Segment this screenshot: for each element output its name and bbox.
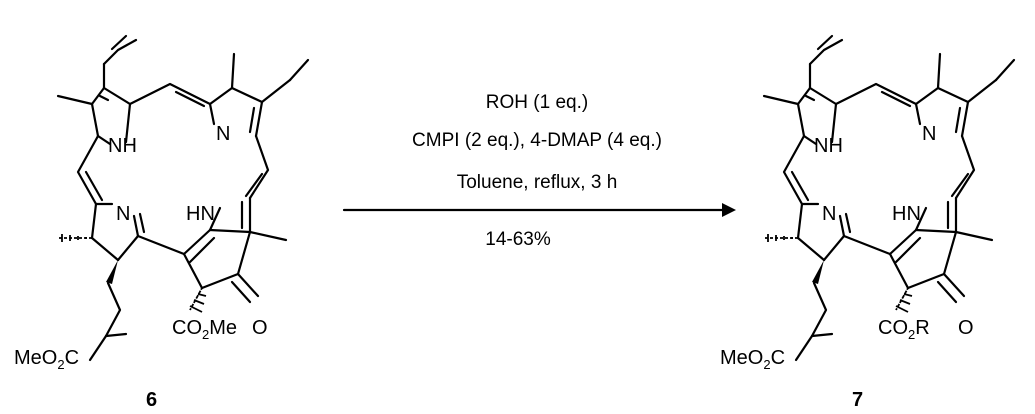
reaction-arrow	[342, 203, 736, 217]
reactant-nh-left: NH	[108, 135, 137, 157]
reactant-molecule: NH N N HN O CO2Me MeO2C 6	[14, 34, 310, 411]
product-side-chain-left: MeO	[720, 347, 763, 369]
reactant-ester-tail: Me	[209, 317, 237, 339]
reactant-ester: CO2Me	[172, 317, 237, 342]
condition-line-4: 14-63%	[485, 229, 551, 250]
product-side-chain: MeO2C	[720, 347, 785, 372]
reaction-conditions: ROH (1 eq.) CMPI (2 eq.), 4-DMAP (4 eq.)…	[412, 92, 662, 250]
reactant-ketone-o: O	[252, 317, 268, 339]
reactant-side-chain: MeO2C	[14, 347, 79, 372]
reactant-n-right: N	[216, 123, 230, 145]
reactant-side-chain-left: MeO	[14, 347, 57, 369]
product-ester-tail: R	[915, 317, 929, 339]
reactant-side-chain-right: C	[65, 347, 79, 369]
condition-line-3: Toluene, reflux, 3 h	[457, 172, 618, 193]
product-ketone-o: O	[958, 317, 974, 339]
product-n-lower: N	[822, 203, 836, 225]
product-n-right: N	[922, 123, 936, 145]
condition-line-2: CMPI (2 eq.), 4-DMAP (4 eq.)	[412, 130, 662, 151]
condition-line-1: ROH (1 eq.)	[486, 92, 588, 113]
product-molecule: NH N N HN O CO2R MeO2C 7	[720, 34, 1016, 411]
product-nh-left: NH	[814, 135, 843, 157]
reactant-label: 6	[146, 389, 157, 411]
reactant-hn-lower: HN	[186, 203, 215, 225]
product-ester: CO2R	[878, 317, 930, 342]
product-side-chain-right: C	[771, 347, 785, 369]
reactant-n-lower: N	[116, 203, 130, 225]
product-label: 7	[852, 389, 863, 411]
product-hn-lower: HN	[892, 203, 921, 225]
